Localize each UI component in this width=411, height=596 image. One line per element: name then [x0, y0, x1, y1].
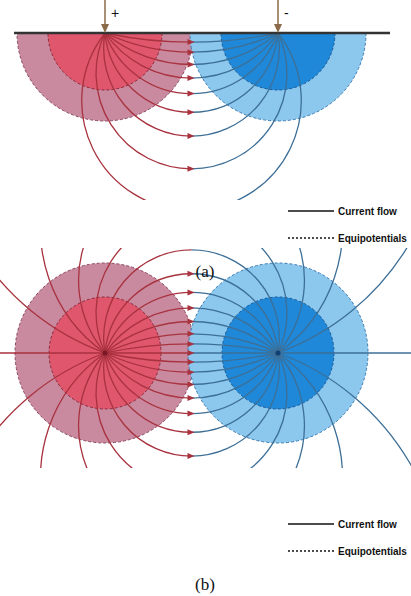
- flow-arrowhead: [188, 166, 195, 172]
- current-flow-line: [192, 250, 280, 353]
- flow-arrowhead: [188, 411, 195, 417]
- current-flow-line: [192, 33, 279, 112]
- flow-arrowhead: [188, 91, 195, 97]
- flow-arrowhead: [188, 289, 195, 295]
- polarity-sign: -: [284, 6, 289, 21]
- equipotential-zone: [190, 33, 366, 121]
- current-flow-line: [105, 352, 192, 353]
- current-flow-line: [192, 33, 280, 136]
- flow-arrowhead: [188, 109, 195, 115]
- current-flow-line: [192, 353, 280, 456]
- current-flow-line: [105, 353, 192, 432]
- current-flow-line: [192, 248, 411, 353]
- flow-arrowhead: [188, 381, 195, 387]
- panel-label: (a): [196, 263, 215, 282]
- legend-text: Equipotentials: [338, 546, 407, 557]
- legend-entry: Current flow: [288, 204, 397, 218]
- flow-arrowhead: [188, 429, 195, 435]
- current-flow-line: [105, 353, 192, 362]
- flow-arrowhead: [188, 49, 195, 55]
- flow-arrowhead: [188, 305, 195, 311]
- electrode-wire: [277, 0, 279, 26]
- equipotential-zone: [17, 33, 193, 121]
- current-flow-line: [192, 33, 287, 169]
- legend-text: Equipotentials: [338, 233, 407, 244]
- dotted-line-sample: [288, 231, 334, 245]
- current-flow-line: [41, 353, 192, 468]
- point-source: [103, 351, 108, 356]
- current-flow-line: [192, 33, 279, 42]
- current-flow-line: [192, 353, 305, 468]
- flow-arrowhead: [188, 453, 195, 459]
- flow-arrowhead: [188, 133, 195, 139]
- legend-text: Current flow: [338, 206, 397, 217]
- current-flow-line: [192, 353, 287, 468]
- current-flow-line: [105, 353, 192, 414]
- current-flow-line: [105, 33, 192, 112]
- dipole-panel: [17, 33, 366, 121]
- current-flow-line: [192, 248, 287, 353]
- flow-arrowhead: [188, 369, 195, 375]
- current-flow-line: [79, 248, 192, 353]
- current-flow-line: [192, 353, 279, 414]
- current-flow-line: [96, 33, 191, 169]
- flow-arrowhead: [188, 319, 195, 325]
- current-flow-line: [82, 33, 192, 200]
- current-flow-line: [0, 353, 192, 468]
- current-flow-line: [192, 344, 279, 353]
- dotted-line-sample: [288, 544, 334, 558]
- current-flow-line: [192, 33, 279, 94]
- solid-line-sample: [288, 204, 334, 218]
- current-flow-line: [104, 250, 192, 353]
- current-flow-line: [104, 353, 192, 456]
- current-flow-line: [79, 353, 192, 468]
- current-flow-line: [105, 274, 192, 353]
- legend-entry: Current flow: [288, 517, 397, 531]
- current-flow-line: [192, 352, 279, 353]
- electrode-arrowhead: [274, 24, 282, 33]
- polarity-sign: +: [111, 6, 119, 21]
- electrode-arrowhead: [101, 24, 109, 33]
- current-flow-line: [105, 344, 192, 353]
- legend-text: Current flow: [338, 519, 397, 530]
- flow-arrowhead: [188, 341, 195, 347]
- current-flow-line: [192, 274, 279, 353]
- current-flow-line: [192, 353, 343, 468]
- flow-arrowhead: [188, 331, 195, 337]
- current-flow-line: [192, 353, 279, 432]
- flow-arrowhead: [188, 75, 195, 81]
- current-flow-line: [41, 248, 192, 353]
- current-flow-line: [0, 352, 105, 353]
- current-flow-line: [96, 353, 191, 468]
- current-flow-line: [104, 33, 192, 136]
- flow-arrowhead: [188, 395, 195, 401]
- legend-entry: Equipotentials: [288, 231, 407, 245]
- current-flow-line: [192, 33, 302, 200]
- current-flow-line: [105, 292, 192, 353]
- current-flow-line: [192, 292, 279, 353]
- ground-surface: [14, 32, 390, 35]
- current-flow-line: [96, 248, 191, 353]
- point-source: [276, 351, 281, 356]
- flow-arrowhead: [188, 359, 195, 365]
- solid-line-sample: [288, 517, 334, 531]
- flow-arrowhead: [188, 61, 195, 67]
- flow-arrowhead: [188, 350, 195, 356]
- current-flow-line: [0, 248, 192, 353]
- current-flow-line: [105, 33, 192, 42]
- current-flow-line: [192, 353, 279, 362]
- flow-arrowhead: [188, 271, 195, 277]
- electrode-wire: [104, 0, 106, 26]
- current-flow-line: [278, 352, 411, 353]
- current-flow-line: [192, 353, 411, 468]
- current-flow-line: [105, 33, 192, 94]
- legend-entry: Equipotentials: [288, 544, 407, 558]
- panel-label: (b): [195, 576, 215, 595]
- current-flow-line: [192, 248, 305, 353]
- flow-arrowhead: [188, 39, 195, 45]
- current-flow-line: [192, 248, 343, 353]
